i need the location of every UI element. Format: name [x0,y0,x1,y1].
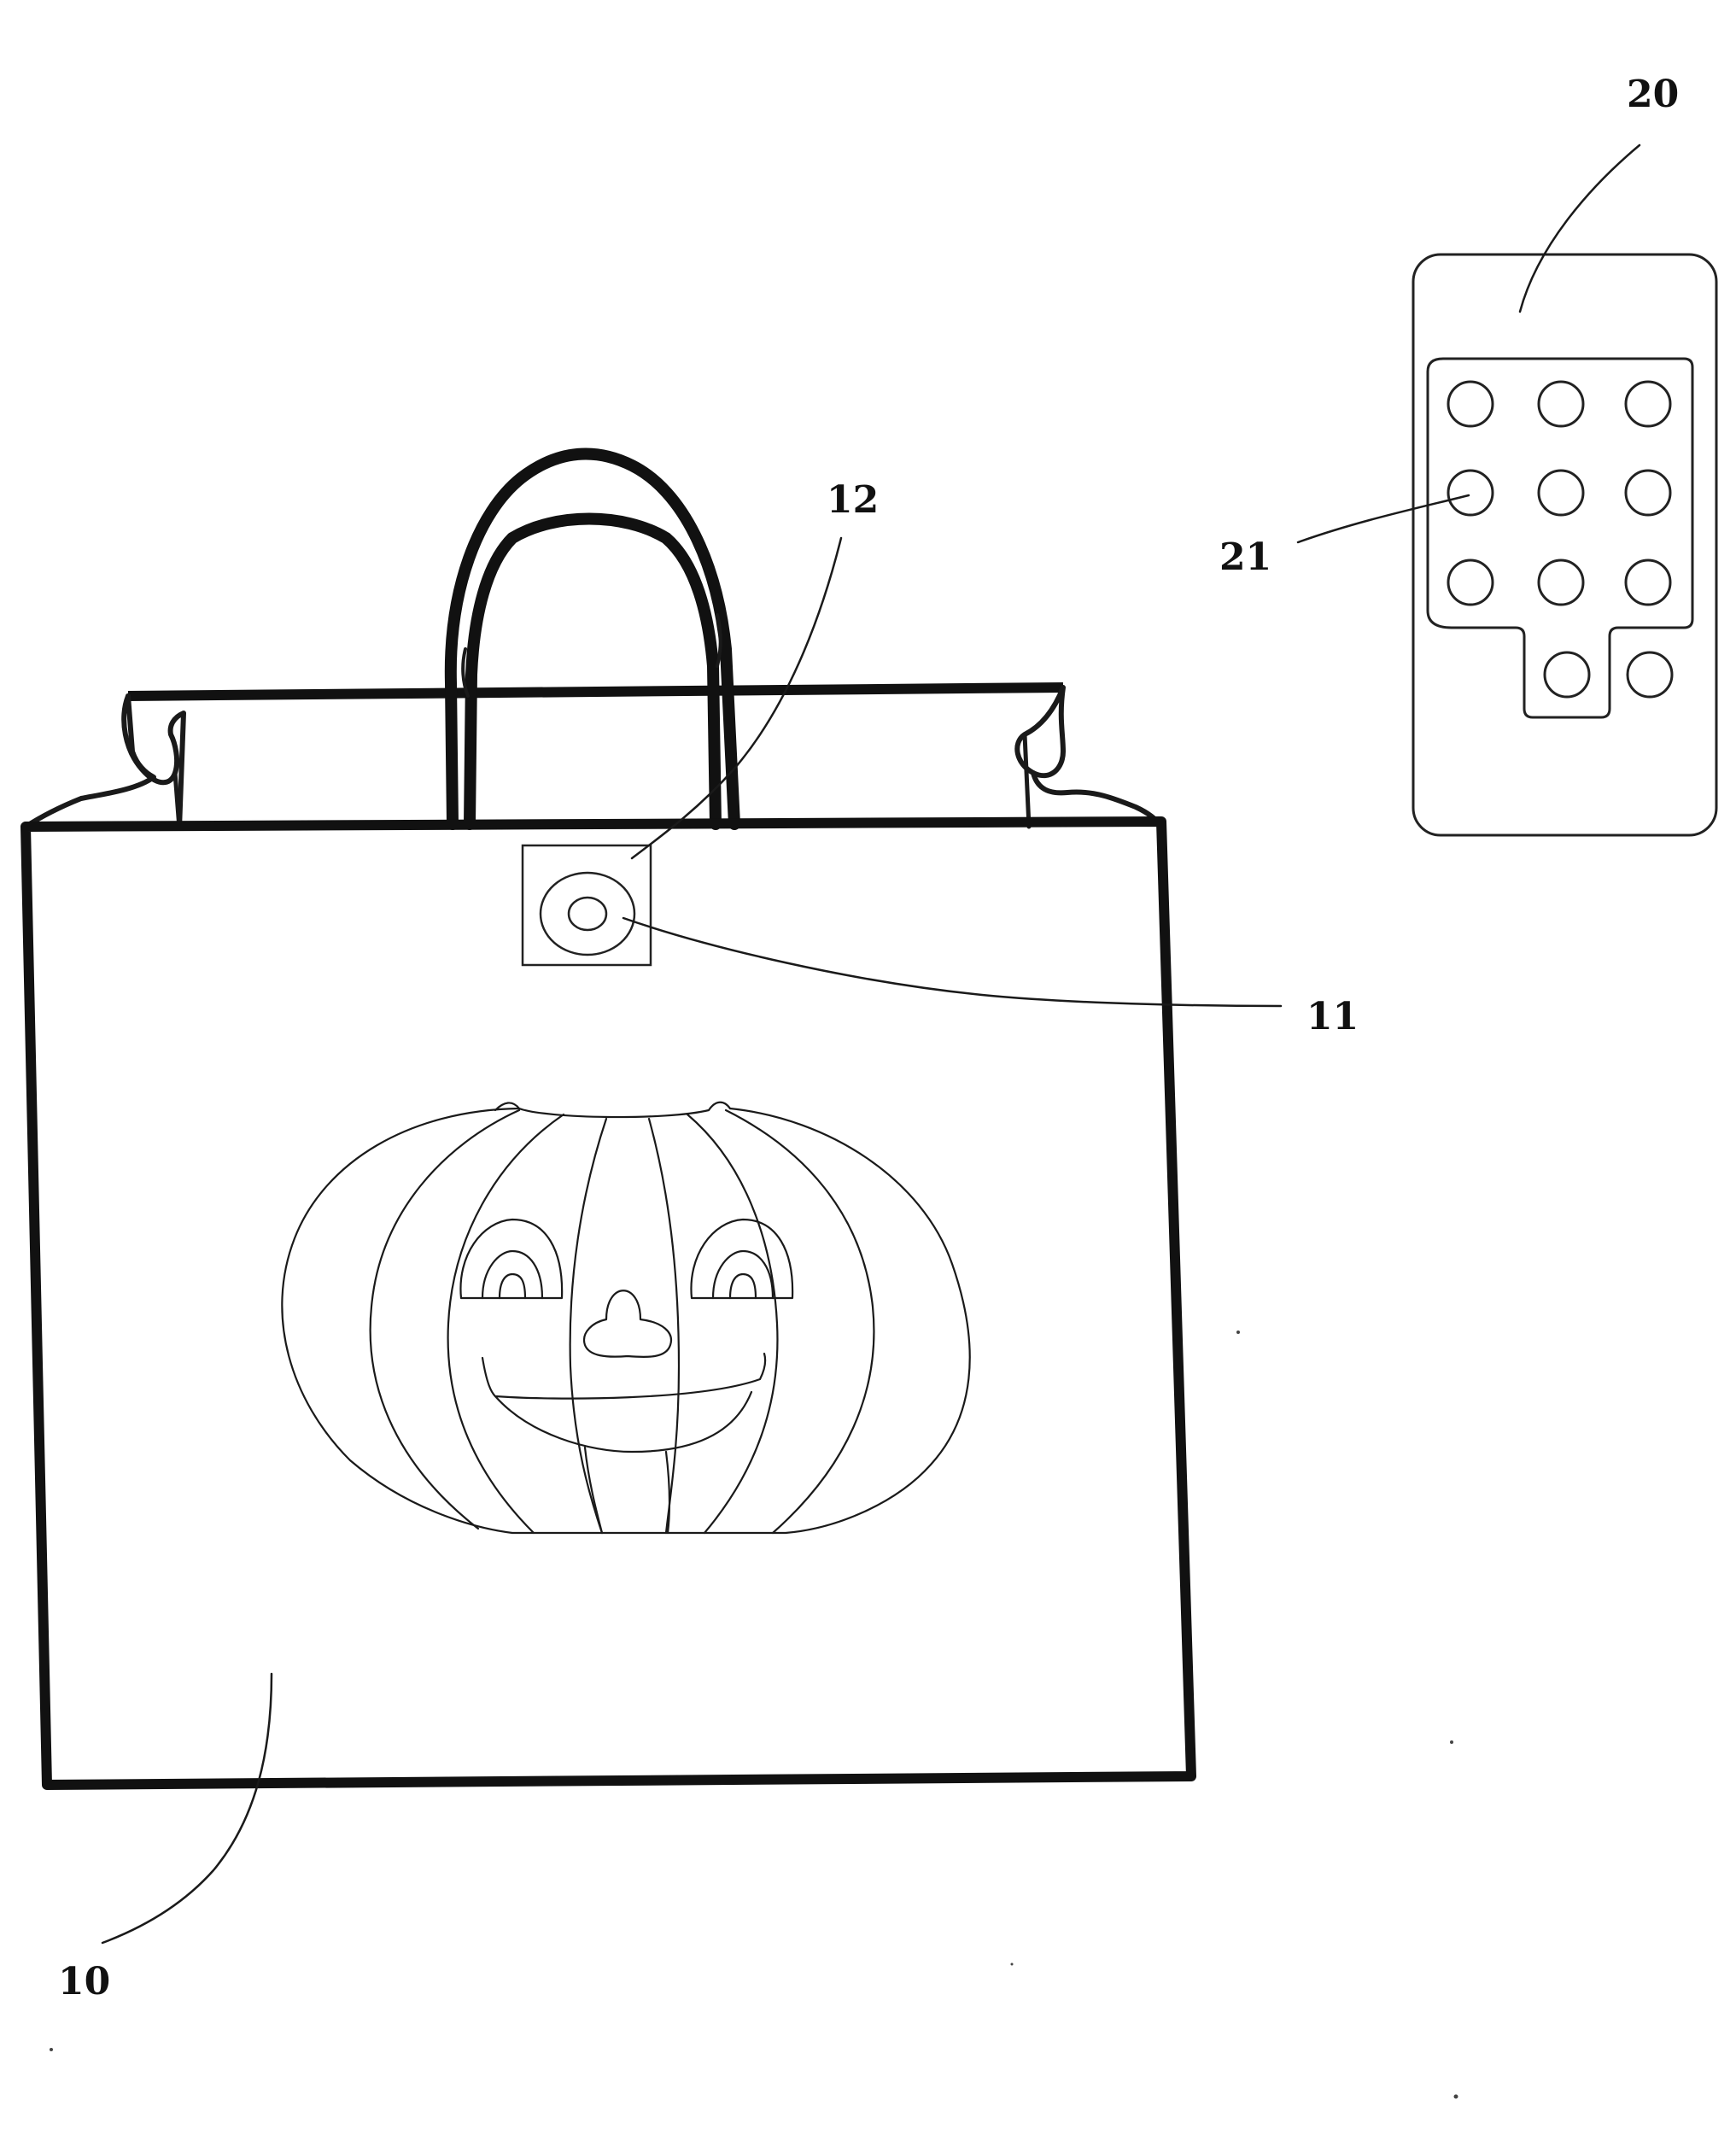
pumpkin-rib-5 [686,1113,779,1535]
pumpkin-tongue [583,1446,671,1535]
label-bag: 10 [58,1960,110,2003]
bag-right-gusset [1031,770,1164,829]
bag-left-gusset [23,693,156,829]
shopping-bag [20,447,1196,1790]
bag-handle-inner [464,512,722,830]
label-sensor: 11 [1306,995,1359,1038]
pumpkin-left-eye [459,1218,564,1300]
remote-control [1412,253,1718,837]
bag-back-top-edge [127,682,1064,701]
label-remote: 20 [1627,73,1679,116]
bag-handle-inner-left-edge [461,647,470,698]
sensor-outer-ring [539,871,636,956]
remote-buttons [1447,380,1674,699]
pumpkin-rib-6 [724,1108,875,1535]
remote-button[interactable] [1543,651,1591,699]
leader-line-12 [630,536,843,860]
remote-button[interactable] [1624,469,1672,517]
reference-labels: 20 21 12 11 10 [58,73,1679,2003]
bag-front-panel [20,816,1196,1790]
pumpkin-mouth [481,1352,767,1400]
remote-button[interactable] [1624,559,1672,606]
bag-left-fold [121,693,186,831]
sensor-housing [521,844,652,967]
pumpkin-right-eye [690,1218,794,1300]
pumpkin-rib-2 [447,1113,565,1535]
sensor-lens [567,896,608,932]
leader-line-10 [101,1672,273,1945]
leader-line-11 [622,916,1283,1008]
remote-button[interactable] [1537,380,1585,428]
label-sensor-housing: 12 [827,478,879,522]
bag-inner-right [1022,732,1032,829]
remote-keypad-panel [1426,357,1694,719]
remote-button[interactable] [1624,380,1672,428]
pumpkin-rib-3 [569,1117,608,1535]
pumpkin-nose [582,1290,673,1359]
remote-button[interactable] [1537,469,1585,517]
remote-button[interactable] [1626,651,1674,699]
remote-button[interactable] [1537,559,1585,606]
remote-button[interactable] [1447,469,1494,517]
remote-button[interactable] [1447,559,1494,606]
pumpkin-rib-4 [647,1117,681,1535]
leader-line-20 [1518,143,1641,313]
bag-handle-inner-right-edge [716,613,722,668]
pumpkin-illustration [281,1101,971,1535]
scan-specks [50,1331,1458,2099]
pumpkin-rib-1 [369,1108,521,1530]
leader-lines [101,143,1641,1945]
label-buttons: 21 [1219,535,1271,579]
pumpkin-mouth-lower [494,1390,753,1453]
bag-handle-outer [444,447,740,830]
pumpkin-outline [281,1107,971,1535]
bag-inner-left [172,770,182,831]
leader-line-21 [1296,494,1470,544]
remote-button[interactable] [1447,380,1494,428]
pumpkin-stem-top [494,1101,732,1119]
